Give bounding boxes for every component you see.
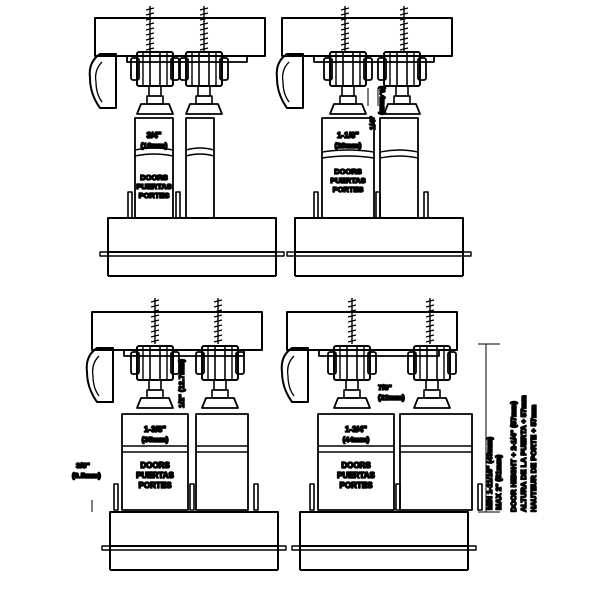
screw-icon — [213, 297, 223, 345]
door-label-es: PUERTAS — [330, 176, 365, 185]
thickness-mm-label: (35mm) — [142, 435, 169, 444]
door-label-en: DOORS — [140, 173, 168, 182]
height-label-en: DOOR HEIGHT + 2-1/4" (57mm) — [509, 401, 518, 512]
gap-frac-label: 1/2" — [177, 394, 186, 408]
roller-icon — [130, 345, 180, 399]
door-label-en: DOORS — [341, 461, 371, 470]
thickness-label: 3/4" — [147, 131, 162, 140]
roller-icon — [407, 345, 457, 399]
floor-gap-mm-label: (9.5mm) — [72, 471, 101, 480]
floor-gap-label: 3/8" — [76, 461, 90, 470]
floor-clearance-label: MIN 1-11/16" (43mm) — [485, 436, 494, 510]
door-label-fr: PORTES — [139, 481, 173, 490]
screw-icon — [150, 297, 160, 345]
thickness-mm-label: (19mm) — [141, 141, 168, 150]
thickness-mm-label: (29mm) — [335, 141, 362, 150]
gap-mm-label: (6.4mm) — [378, 86, 387, 115]
panel-bottom-left: 1-3/8" (35mm) DOORS PUERTAS PORTES 1/2" … — [71, 297, 287, 571]
thickness-mm-label: (44mm) — [343, 435, 370, 444]
gap-mm-label: (22mm) — [378, 393, 405, 402]
door-label-en: DOORS — [140, 461, 170, 470]
door-label-es: PUERTAS — [337, 471, 375, 480]
roller-icon — [323, 51, 373, 105]
screw-icon — [399, 5, 409, 53]
thickness-label: 1-3/4" — [345, 425, 367, 434]
panel-top-right: 1-1/8" (29mm) DOORS PUERTAS PORTES (6.4m… — [275, 5, 472, 277]
screw-icon — [340, 5, 350, 53]
door-label-en: DOORS — [334, 167, 362, 176]
thickness-label: 1-1/8" — [337, 131, 359, 140]
gap-mm-label: (12.7mm) — [177, 359, 186, 392]
screw-icon — [425, 297, 435, 345]
floor-clearance-max-label: MAX 2" (51mm) — [494, 454, 503, 510]
door-label-fr: PORTES — [340, 481, 374, 490]
panel-top-left: 3/4" (19mm) DOORS PUERTAS PORTES — [88, 5, 285, 277]
height-label-es: ALTURA DE LA PUERTA + 57mm — [519, 395, 528, 512]
roller-icon — [179, 51, 229, 105]
door-label-fr: PORTES — [333, 185, 364, 194]
screw-icon — [199, 5, 209, 53]
roller-icon — [327, 345, 377, 399]
screw-icon — [145, 5, 155, 53]
panel-bottom-right: 1-3/4" (44mm) DOORS PUERTAS PORTES 7/8" … — [280, 297, 539, 571]
door-label-es: PUERTAS — [136, 471, 174, 480]
roller-icon — [195, 345, 245, 399]
roller-icon — [130, 51, 180, 105]
gap-frac-label: 7/8" — [378, 383, 392, 392]
thickness-label: 1-3/8" — [144, 425, 166, 434]
height-label-fr: HAUTEUR DE PORTE + 57mm — [529, 404, 538, 512]
screw-icon — [347, 297, 357, 345]
gap-frac-label: 1/4" — [368, 116, 377, 130]
door-label-es: PUERTAS — [136, 182, 171, 191]
door-label-fr: PORTES — [139, 191, 170, 200]
